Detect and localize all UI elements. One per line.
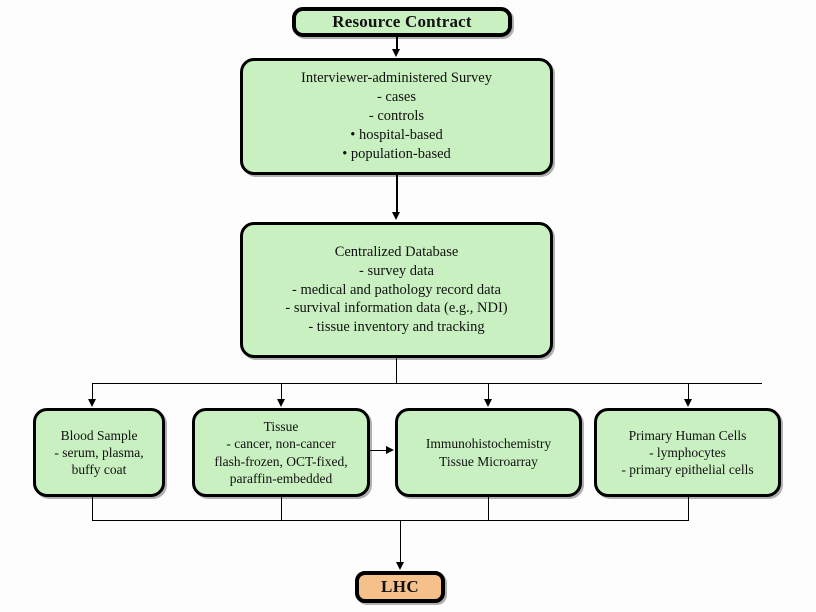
arrow-tissue-to-ihc (386, 446, 394, 454)
arrow-bus-to-ihc (484, 399, 492, 407)
node-survey-line-3: • hospital-based (350, 126, 443, 143)
arrow-collector-to-lhc (396, 562, 404, 570)
node-blood-sample-line-1: - serum, plasma, (54, 444, 144, 460)
node-database-line-3: - survival information data (e.g., NDI) (285, 300, 508, 317)
arrow-bus-to-primary-cells (684, 399, 692, 407)
node-resource-contract: Resource Contract (292, 7, 512, 37)
node-lhc-line-0: LHC (380, 576, 420, 596)
node-survey-line-2: - controls (368, 108, 425, 125)
distribution-bus (92, 383, 762, 384)
node-tissue-line-1: - cancer, non-cancer (226, 436, 336, 452)
connector-survey-to-database (396, 175, 398, 213)
node-tissue: Tissue - cancer, non-cancer flash-frozen… (192, 408, 370, 497)
connector-primary-cells-to-collector (688, 497, 689, 520)
node-database: Centralized Database - survey data - med… (240, 222, 553, 358)
node-database-line-2: - medical and pathology record data (292, 281, 501, 298)
node-primary-human-cells-line-1: - lymphocytes (649, 444, 726, 460)
node-database-line-1: - survey data (359, 262, 434, 279)
connector-blood-to-collector (92, 497, 93, 520)
connector-collector-to-lhc (400, 520, 401, 564)
node-immunohistochemistry-line-1: Tissue Microarray (439, 453, 538, 469)
node-primary-human-cells-line-0: Primary Human Cells (628, 427, 747, 443)
collector-bus (92, 520, 689, 521)
node-resource-contract-line-0: Resource Contract (332, 11, 472, 31)
connector-bus-to-tissue (281, 383, 282, 400)
connector-tissue-to-collector (281, 497, 282, 520)
node-lhc: LHC (355, 571, 445, 603)
node-survey-line-0: Interviewer-administered Survey (301, 70, 492, 87)
connector-ihc-to-collector (488, 497, 489, 520)
node-survey-line-4: • population-based (342, 145, 451, 162)
arrow-bus-to-blood (88, 399, 96, 407)
node-immunohistochemistry: Immunohistochemistry Tissue Microarray (395, 408, 582, 497)
node-database-line-4: - tissue inventory and tracking (308, 319, 485, 336)
node-database-line-0: Centralized Database (334, 243, 459, 260)
node-survey-line-1: - cases (376, 89, 417, 106)
connector-bus-to-blood (92, 383, 93, 400)
node-tissue-line-2: flash-frozen, OCT-fixed, (214, 453, 348, 469)
node-primary-human-cells-line-2: - primary epithelial cells (621, 462, 754, 478)
node-blood-sample: Blood Sample - serum, plasma, buffy coat (33, 408, 165, 497)
arrow-contract-to-survey (392, 49, 400, 57)
node-survey: Interviewer-administered Survey - cases … (240, 58, 553, 175)
node-blood-sample-line-2: buffy coat (71, 462, 127, 478)
node-immunohistochemistry-line-0: Immunohistochemistry (425, 436, 552, 452)
arrow-bus-to-tissue (277, 399, 285, 407)
node-primary-human-cells: Primary Human Cells - lymphocytes - prim… (594, 408, 781, 497)
connector-bus-to-primary-cells (688, 383, 689, 400)
node-tissue-line-0: Tissue (263, 418, 299, 434)
connector-database-to-bus (396, 358, 397, 384)
connector-tissue-to-ihc (370, 450, 387, 451)
node-tissue-line-3: paraffin-embedded (229, 470, 333, 486)
connector-contract-to-survey (396, 37, 398, 50)
node-blood-sample-line-0: Blood Sample (60, 427, 138, 443)
arrow-survey-to-database (392, 212, 400, 220)
connector-bus-to-ihc (488, 383, 489, 400)
